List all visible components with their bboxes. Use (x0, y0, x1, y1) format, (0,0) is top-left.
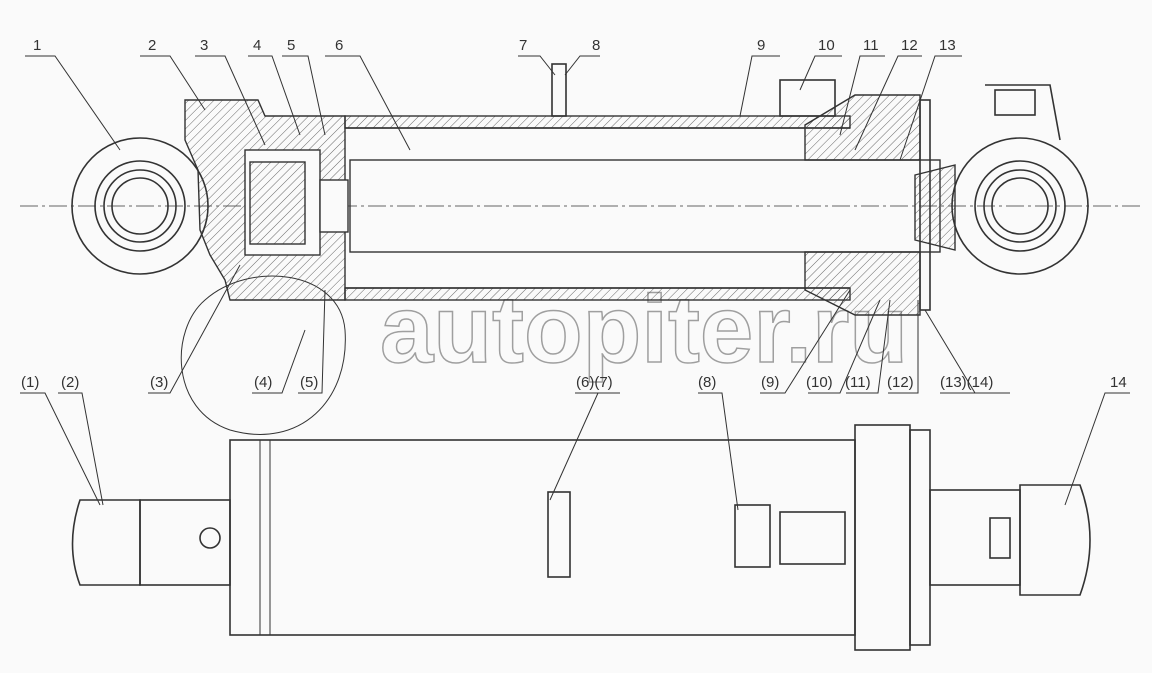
callout-p8: (8) (698, 374, 716, 391)
top-callouts: 1 2 3 4 5 6 7 8 9 10 11 12 13 (33, 37, 956, 54)
callout-p5: (5) (300, 374, 318, 391)
callout-13: 13 (939, 37, 956, 54)
callout-5: 5 (287, 37, 295, 54)
callout-9: 9 (757, 37, 765, 54)
callout-p4: (4) (254, 374, 272, 391)
callout-p2: (2) (61, 374, 79, 391)
callout-3: 3 (200, 37, 208, 54)
callout-p1: (1) (21, 374, 39, 391)
callout-7: 7 (519, 37, 527, 54)
callout-p10: (10) (806, 374, 833, 391)
callout-12: 12 (901, 37, 918, 54)
section-view (20, 63, 1140, 316)
callout-6: 6 (335, 37, 343, 54)
callout-4: 4 (253, 37, 261, 54)
callout-2: 2 (148, 37, 156, 54)
callout-p13-p14: (13)(14) (940, 374, 993, 391)
callout-p9: (9) (761, 374, 779, 391)
leader-lines (20, 55, 1130, 511)
callout-p3: (3) (150, 374, 168, 391)
middle-callouts: (3) (4) (5) (6)(7) (8) (9) (10) (11) (12… (150, 374, 993, 391)
callout-p12: (12) (887, 374, 914, 391)
external-view (71, 424, 1091, 651)
callout-8: 8 (592, 37, 600, 54)
callout-11: 11 (863, 37, 879, 54)
callout-p11: (11) (845, 374, 871, 391)
callout-10: 10 (818, 37, 835, 54)
callout-14: 14 (1110, 374, 1127, 391)
bottom-callouts: (1) (2) 14 (21, 374, 1127, 391)
callout-p6-p7: (6)(7) (576, 374, 613, 391)
callout-1: 1 (33, 37, 41, 54)
